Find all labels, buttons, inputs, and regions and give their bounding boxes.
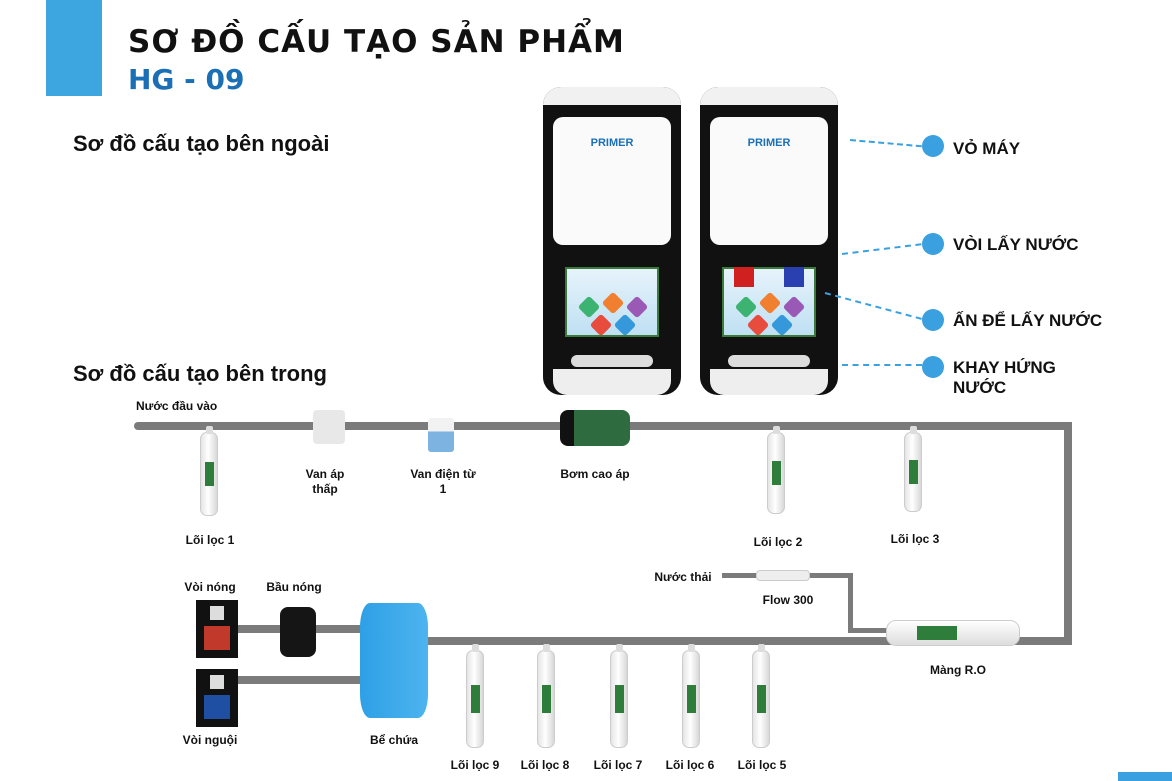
machine-front-image: PRIMER xyxy=(543,87,681,395)
callout-label-press: ẤN ĐỂ LẤY NƯỚC xyxy=(953,311,1103,330)
callout-line xyxy=(849,139,922,148)
label-filter-3: Lõi lọc 3 xyxy=(890,532,940,546)
tank-image xyxy=(360,603,428,718)
filter-6-image xyxy=(682,644,700,748)
callout-dot xyxy=(922,135,944,157)
callout-label-tray: KHAY HỨNG NƯỚC xyxy=(953,358,1056,397)
label-filter-6: Lõi lọc 6 xyxy=(665,758,715,772)
label-inlet: Nước đầu vào xyxy=(136,399,218,413)
callout-dot xyxy=(922,356,944,378)
filter-1-image xyxy=(200,426,218,516)
flow-restrictor-image xyxy=(756,570,810,581)
hot-tap-image xyxy=(196,600,238,658)
callout-dot xyxy=(922,233,944,255)
brand-logo: PRIMER xyxy=(590,137,634,149)
label-filter-2: Lõi lọc 2 xyxy=(753,535,803,549)
label-tank: Bể chứa xyxy=(369,733,419,747)
brand-logo: PRIMER xyxy=(747,137,791,149)
filter-7-image xyxy=(610,644,628,748)
machine-front-image-taps: PRIMER xyxy=(700,87,838,395)
label-filter-9: Lõi lọc 9 xyxy=(450,758,500,772)
label-low-valve: Van áp thấp xyxy=(305,467,345,496)
pipe-waste xyxy=(848,573,853,633)
heater-image xyxy=(280,607,316,657)
label-flow: Flow 300 xyxy=(762,593,814,607)
pump-image xyxy=(560,410,630,446)
pipe-cold xyxy=(228,676,362,684)
cold-tap-image xyxy=(196,669,238,727)
label-filter-5: Lõi lọc 5 xyxy=(737,758,787,772)
label-waste: Nước thải xyxy=(654,570,712,584)
ro-membrane-image xyxy=(886,620,1020,646)
section-inside-title: Sơ đồ cấu tạo bên trong xyxy=(73,361,327,386)
callout-label-tap: VÒI LẤY NƯỚC xyxy=(953,235,1079,254)
callout-line xyxy=(842,364,922,366)
filter-3-image xyxy=(904,426,922,512)
model-name: HG - 09 xyxy=(128,63,245,96)
label-pump: Bơm cao áp xyxy=(560,467,630,481)
pipe-waste xyxy=(848,628,898,633)
label-filter-7: Lõi lọc 7 xyxy=(593,758,643,772)
pipe-right xyxy=(1064,422,1072,644)
label-ro: Màng R.O xyxy=(930,663,986,677)
callout-dot xyxy=(922,309,944,331)
page-title: SƠ ĐỒ CẤU TẠO SẢN PHẨM xyxy=(128,24,625,60)
solenoid-valve-image xyxy=(428,418,454,452)
pipe-bottom xyxy=(428,637,1072,645)
filter-2-image xyxy=(767,426,785,514)
callout-line xyxy=(841,243,922,255)
label-hot-tap: Vòi nóng xyxy=(184,580,236,594)
low-pressure-valve-image xyxy=(313,410,345,444)
corner-accent xyxy=(1118,772,1172,781)
hot-button xyxy=(734,267,754,287)
section-outside-title: Sơ đồ cấu tạo bên ngoài xyxy=(73,131,330,156)
label-filter-1: Lõi lọc 1 xyxy=(185,533,235,547)
label-solenoid: Van điện từ 1 xyxy=(410,467,476,496)
filter-9-image xyxy=(466,644,484,748)
label-heater: Bầu nóng xyxy=(266,580,322,594)
cold-button xyxy=(784,267,804,287)
filter-8-image xyxy=(537,644,555,748)
label-filter-8: Lõi lọc 8 xyxy=(520,758,570,772)
callout-line xyxy=(824,292,922,320)
accent-bar xyxy=(46,0,102,96)
label-cold-tap: Vòi nguội xyxy=(182,733,238,747)
callout-label-housing: VỎ MÁY xyxy=(953,139,1021,158)
filter-5-image xyxy=(752,644,770,748)
